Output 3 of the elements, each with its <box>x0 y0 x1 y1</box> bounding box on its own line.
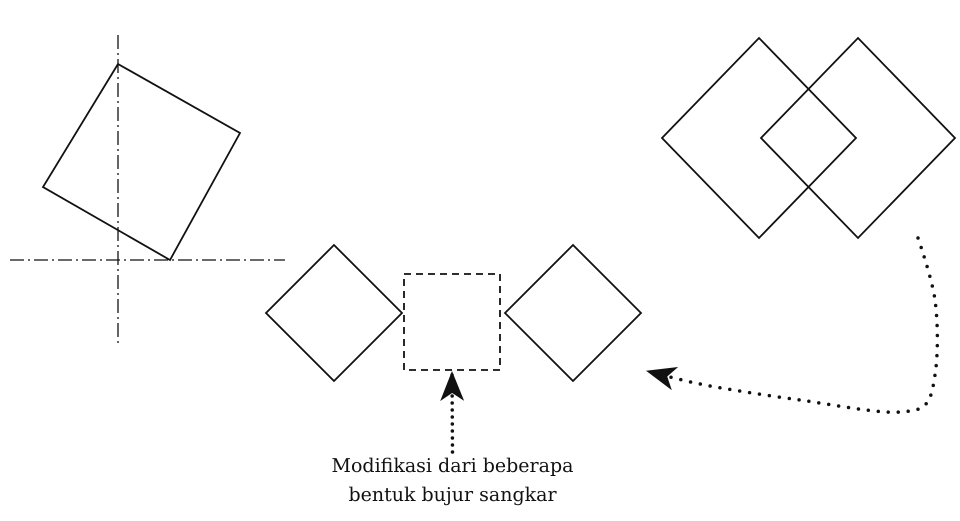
dotted-arrow <box>645 236 940 414</box>
dotted-arrow <box>440 370 464 454</box>
caption-text: Modifikasi dari beberapa bentuk bujur sangkar <box>330 454 574 508</box>
